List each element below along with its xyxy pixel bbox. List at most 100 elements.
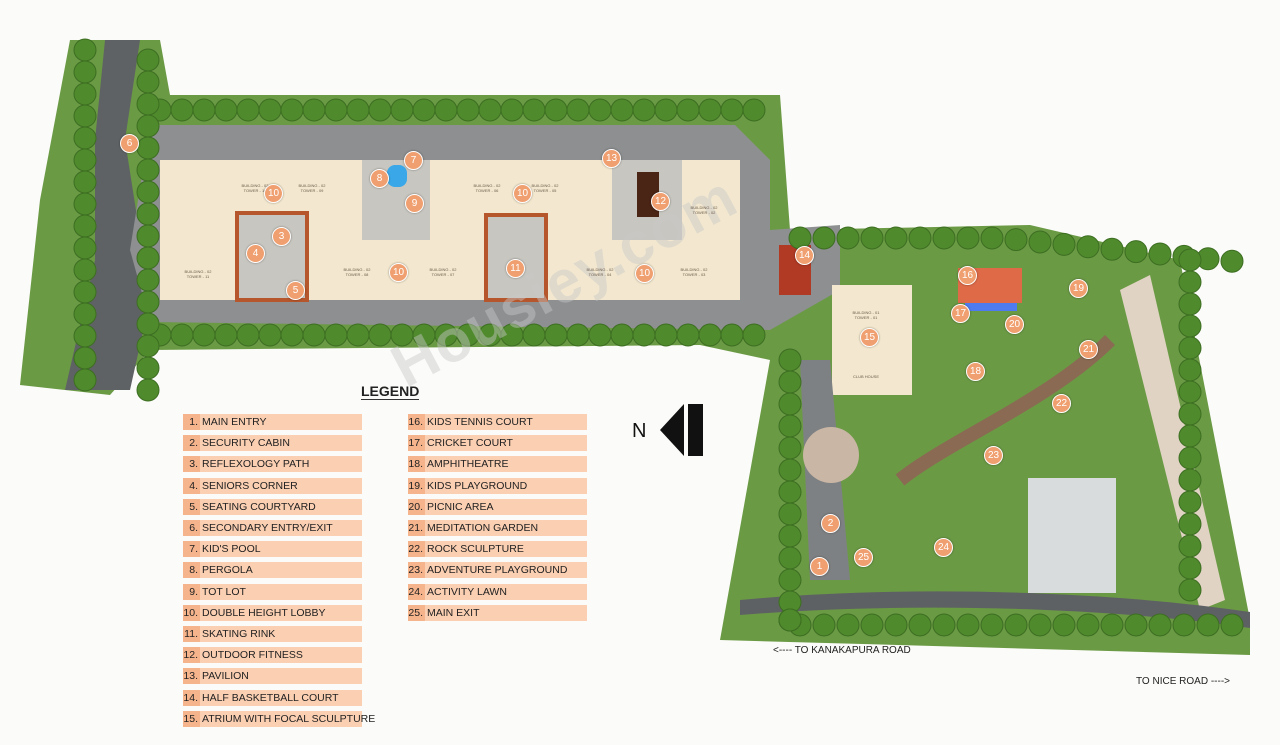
legend-number: 6. bbox=[183, 520, 200, 536]
entry-plaza bbox=[803, 427, 859, 483]
amenity-marker[interactable]: 9 bbox=[405, 194, 424, 213]
amenity-marker[interactable]: 20 bbox=[1005, 315, 1024, 334]
tree bbox=[280, 98, 304, 122]
amenity-marker[interactable]: 1 bbox=[810, 557, 829, 576]
amenity-marker[interactable]: 24 bbox=[934, 538, 953, 557]
amenity-marker[interactable]: 15 bbox=[860, 328, 879, 347]
legend-item: 13.PAVILION bbox=[183, 668, 362, 685]
legend-item: 16.KIDS TENNIS COURT bbox=[408, 414, 587, 430]
amenity-marker[interactable]: 3 bbox=[272, 227, 291, 246]
amenity-marker[interactable]: 10 bbox=[635, 264, 654, 283]
trees bbox=[73, 38, 1244, 637]
tree bbox=[136, 158, 160, 182]
tree bbox=[742, 98, 766, 122]
tree bbox=[136, 334, 160, 358]
amenity-marker[interactable]: 10 bbox=[264, 184, 283, 203]
tree bbox=[214, 323, 238, 347]
legend-number: 9. bbox=[183, 583, 200, 600]
amenity-marker[interactable]: 2 bbox=[821, 514, 840, 533]
amenity-marker[interactable]: 16 bbox=[958, 266, 977, 285]
legend-item: 12.OUTDOOR FITNESS bbox=[183, 647, 362, 664]
tree bbox=[1178, 512, 1202, 536]
tree bbox=[1004, 613, 1028, 637]
tree bbox=[836, 226, 860, 250]
legend-item: 21.MEDITATION GARDEN bbox=[408, 520, 587, 536]
legend-label: ROCK SCULPTURE bbox=[427, 543, 524, 556]
building-label: BUILDING - 02 TOWER - 09 bbox=[298, 183, 326, 193]
tree bbox=[73, 192, 97, 216]
amenity-marker[interactable]: 13 bbox=[602, 149, 621, 168]
legend-number: 25. bbox=[408, 604, 425, 621]
tree bbox=[698, 98, 722, 122]
amenity-marker[interactable]: 23 bbox=[984, 446, 1003, 465]
compass-label: N bbox=[632, 420, 647, 442]
amenity-marker[interactable]: 22 bbox=[1052, 394, 1071, 413]
legend-label: SECURITY CABIN bbox=[202, 437, 290, 450]
tree bbox=[1100, 237, 1124, 261]
amenity-marker[interactable]: 4 bbox=[246, 244, 265, 263]
tree bbox=[390, 98, 414, 122]
amenity-marker[interactable]: 8 bbox=[370, 169, 389, 188]
legend-number: 1. bbox=[183, 414, 200, 430]
amenity-marker[interactable]: 19 bbox=[1069, 279, 1088, 298]
legend-item: 3.REFLEXOLOGY PATH bbox=[183, 456, 362, 473]
tree bbox=[1178, 556, 1202, 580]
amenity-marker[interactable]: 7 bbox=[404, 151, 423, 170]
tree bbox=[632, 323, 656, 347]
legend-item: 1.MAIN ENTRY bbox=[183, 414, 362, 430]
tree bbox=[1220, 249, 1244, 273]
legend-item: 14.HALF BASKETBALL COURT bbox=[183, 689, 362, 706]
tree bbox=[136, 290, 160, 314]
north-arrow-icon bbox=[660, 404, 703, 456]
road-label-nice-road: TO NICE ROAD ----> bbox=[1136, 676, 1230, 687]
tree bbox=[73, 104, 97, 128]
tree bbox=[588, 323, 612, 347]
building-label: BUILDING - 02 TOWER - 11 bbox=[184, 269, 212, 279]
amenity-marker[interactable]: 25 bbox=[854, 548, 873, 567]
tree bbox=[610, 98, 634, 122]
tree bbox=[73, 368, 97, 392]
amenity-marker[interactable]: 17 bbox=[951, 304, 970, 323]
tree bbox=[1076, 235, 1100, 259]
legend-item: 24.ACTIVITY LAWN bbox=[408, 583, 587, 600]
courtyard-3 bbox=[484, 213, 548, 302]
tree bbox=[1124, 613, 1148, 637]
tree bbox=[136, 180, 160, 204]
tree bbox=[1196, 613, 1220, 637]
tree bbox=[632, 98, 656, 122]
tree bbox=[654, 323, 678, 347]
tree bbox=[136, 246, 160, 270]
legend-label: SEATING COURTYARD bbox=[202, 500, 316, 513]
legend-item: 6.SECONDARY ENTRY/EXIT bbox=[183, 520, 362, 536]
tree bbox=[980, 226, 1004, 250]
legend-number: 24. bbox=[408, 583, 425, 600]
amenity-marker[interactable]: 14 bbox=[795, 246, 814, 265]
tree bbox=[136, 312, 160, 336]
tree bbox=[1172, 613, 1196, 637]
legend-item: 18.AMPHITHEATRE bbox=[408, 456, 587, 473]
tree bbox=[778, 436, 802, 460]
amenity-marker[interactable]: 18 bbox=[966, 362, 985, 381]
amenity-marker[interactable]: 5 bbox=[286, 281, 305, 300]
legend-item: 23.ADVENTURE PLAYGROUND bbox=[408, 562, 587, 579]
amenity-marker[interactable]: 11 bbox=[506, 259, 525, 278]
tree bbox=[860, 613, 884, 637]
tree bbox=[778, 392, 802, 416]
amenity-marker[interactable]: 21 bbox=[1079, 340, 1098, 359]
legend-label: TOT LOT bbox=[202, 585, 246, 598]
tree bbox=[136, 268, 160, 292]
tree bbox=[610, 323, 634, 347]
amenity-marker[interactable]: 10 bbox=[513, 184, 532, 203]
tree bbox=[932, 226, 956, 250]
tree bbox=[908, 613, 932, 637]
tree bbox=[258, 98, 282, 122]
amenity-marker[interactable]: 12 bbox=[651, 192, 670, 211]
building-label: BUILDING - 02 TOWER - 04 bbox=[586, 267, 614, 277]
legend-item: 4.SENIORS CORNER bbox=[183, 477, 362, 494]
legend-item: 25.MAIN EXIT bbox=[408, 604, 587, 621]
legend-number: 23. bbox=[408, 562, 425, 579]
amenity-marker[interactable]: 6 bbox=[120, 134, 139, 153]
tree bbox=[812, 226, 836, 250]
legend-number: 4. bbox=[183, 477, 200, 494]
amenity-marker[interactable]: 10 bbox=[389, 263, 408, 282]
